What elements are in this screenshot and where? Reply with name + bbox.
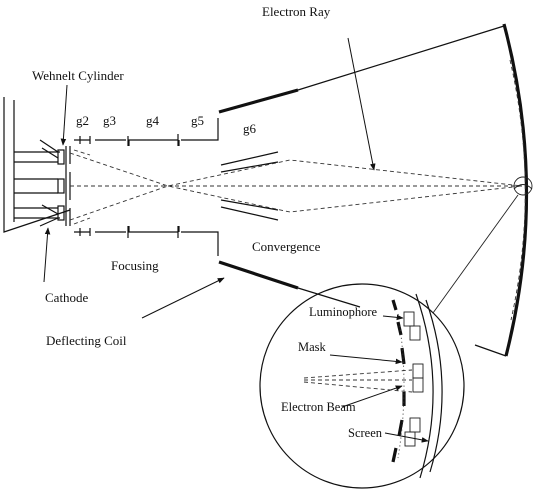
arrow-luminophore xyxy=(382,314,404,321)
label-cathode: Cathode xyxy=(45,290,89,305)
label-electron-ray: Electron Ray xyxy=(262,4,331,19)
focus-spot xyxy=(513,176,533,196)
arrow-electron-beam xyxy=(341,385,403,408)
phosphor-dot xyxy=(412,377,424,393)
tube-neck xyxy=(3,97,71,233)
label-wehnelt-cylinder: Wehnelt Cylinder xyxy=(32,68,124,83)
arrow-wehnelt xyxy=(60,84,68,146)
label-g2: g2 xyxy=(76,113,89,128)
convergence-plates xyxy=(220,151,279,221)
tube-funnel xyxy=(297,23,529,357)
leader-arrows xyxy=(43,37,429,443)
arrow-electron-ray xyxy=(347,37,376,171)
phosphor-dot xyxy=(409,325,421,341)
label-electron-beam: Electron Beam xyxy=(281,400,356,414)
label-g3: g3 xyxy=(103,113,116,128)
label-focusing: Focusing xyxy=(111,258,159,273)
phosphor-dot xyxy=(403,311,415,327)
label-g5: g5 xyxy=(191,113,204,128)
electrode-grids xyxy=(74,132,219,240)
phosphor-dot xyxy=(404,431,416,447)
label-g6: g6 xyxy=(243,121,257,136)
label-deflecting-coil: Deflecting Coil xyxy=(46,333,127,348)
magnifier xyxy=(259,194,519,489)
wehnelt-plates xyxy=(65,146,71,226)
label-g4: g4 xyxy=(146,113,160,128)
label-convergence: Convergence xyxy=(252,239,321,254)
arrow-cathode xyxy=(43,227,51,283)
arrow-deflecting-coil xyxy=(141,277,225,319)
label-screen: Screen xyxy=(348,426,383,440)
arrow-screen xyxy=(384,432,429,443)
phosphor-dot xyxy=(409,417,421,433)
arrow-mask xyxy=(329,354,403,365)
electron-beams xyxy=(69,149,523,225)
label-mask: Mask xyxy=(298,340,327,354)
label-luminophore: Luminophore xyxy=(309,305,377,319)
phosphor-dot xyxy=(412,363,424,379)
focus-spot-arc xyxy=(513,184,533,190)
cathode-assembly xyxy=(14,139,65,227)
g6-anode xyxy=(217,88,299,290)
